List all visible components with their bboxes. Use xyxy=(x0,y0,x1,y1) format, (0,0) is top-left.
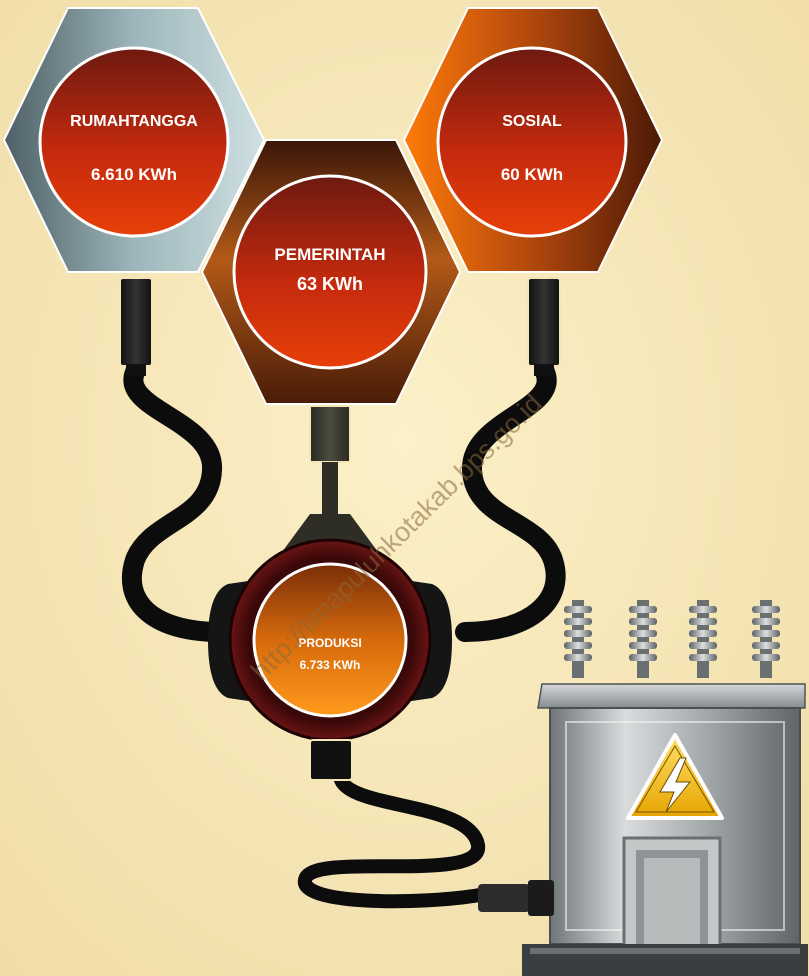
lightning-bolt-icon xyxy=(659,757,692,813)
label-rumahtangga-name: RUMAHTANGGA xyxy=(70,113,198,130)
transformer-socket xyxy=(478,884,530,912)
circle-pemerintah xyxy=(232,174,428,370)
label-pemerintah-value: 63 KWh xyxy=(297,274,363,294)
cables xyxy=(121,362,566,909)
node-rumahtangga: RUMAHTANGGA 6.610 KWh xyxy=(2,7,266,273)
transformer xyxy=(478,600,808,976)
warning-sign xyxy=(626,733,724,820)
label-pemerintah-name: PEMERINTAH xyxy=(274,245,385,264)
transformer-lid xyxy=(537,683,806,709)
label-rumahtangga-value: 6.610 KWh xyxy=(91,165,177,184)
node-sosial: SOSIAL 60 KWh xyxy=(402,7,664,273)
label-sosial-value: 60 KWh xyxy=(501,165,563,184)
label-produksi-value: 6.733 KWh xyxy=(300,658,361,672)
circle-produksi xyxy=(252,562,408,718)
cable-rumahtangga xyxy=(121,362,225,642)
circle-rumahtangga xyxy=(38,46,230,238)
transformer-coils xyxy=(564,600,780,678)
node-produksi: PRODUKSI 6.733 KWh xyxy=(208,538,452,781)
meter-plug-bottom xyxy=(309,739,353,781)
plug-rumahtangga xyxy=(119,277,153,376)
label-produksi-name: PRODUKSI xyxy=(298,636,361,650)
node-pemerintah: PEMERINTAH 63 KWh xyxy=(200,139,462,405)
label-sosial-name: SOSIAL xyxy=(502,113,562,130)
plug-sosial xyxy=(527,277,561,376)
cable-sosial xyxy=(455,362,566,642)
cable-produksi-transformer xyxy=(298,768,487,909)
circle-sosial xyxy=(436,46,628,238)
